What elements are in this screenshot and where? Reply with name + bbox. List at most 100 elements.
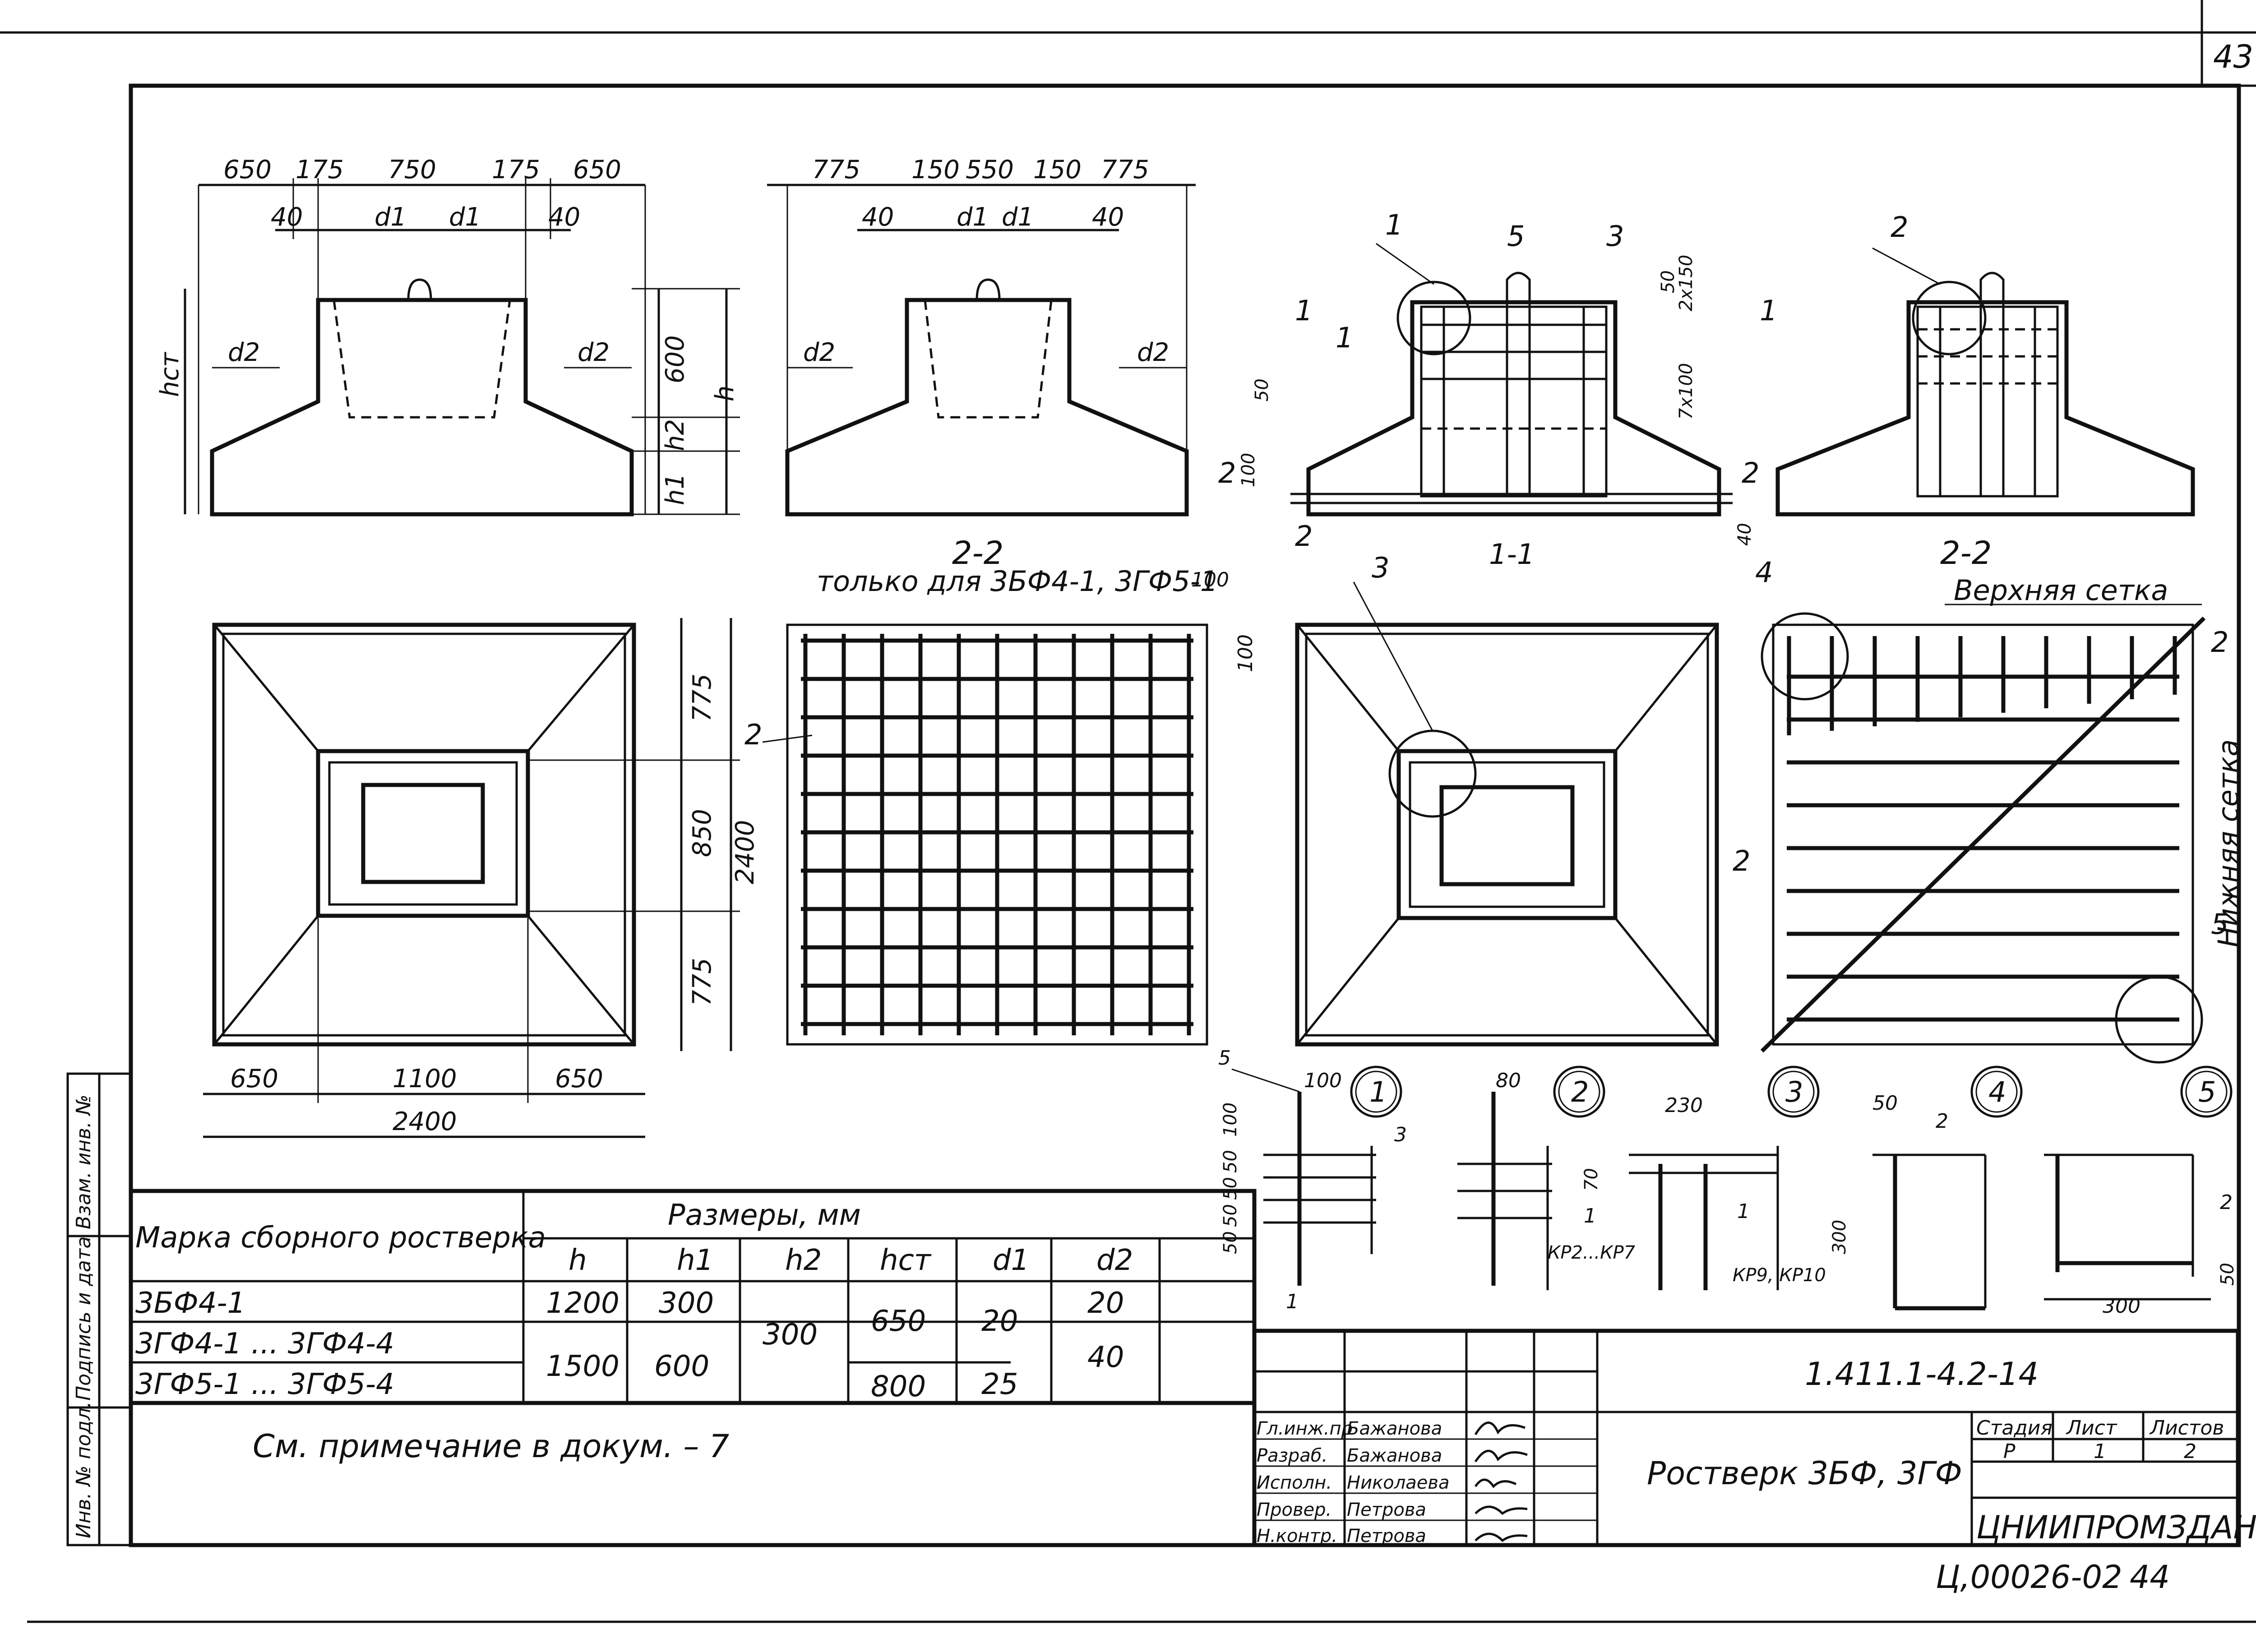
svg-text:100: 100 xyxy=(1304,1069,1342,1092)
svg-text:50: 50 xyxy=(1220,1204,1241,1227)
svg-text:КР2...КР7: КР2...КР7 xyxy=(1548,1242,1636,1263)
svg-text:50: 50 xyxy=(2217,1263,2238,1286)
svg-text:20: 20 xyxy=(981,1305,1018,1338)
svg-text:1: 1 xyxy=(1584,1204,1596,1227)
svg-text:1: 1 xyxy=(1385,208,1403,241)
svg-text:Инв. № подл.: Инв. № подл. xyxy=(72,1401,95,1538)
svg-text:4: 4 xyxy=(1755,556,1773,589)
svg-text:3БФ4-1: 3БФ4-1 xyxy=(135,1287,245,1320)
svg-text:5: 5 xyxy=(1507,220,1525,253)
svg-text:50: 50 xyxy=(1872,1092,1898,1115)
plan-view-3: 3 xyxy=(1295,551,1719,1047)
svg-text:1200: 1200 xyxy=(546,1287,619,1320)
svg-text:d2: d2 xyxy=(1137,338,1169,367)
svg-text:h: h xyxy=(710,386,740,402)
svg-text:Стадия: Стадия xyxy=(1976,1417,2053,1440)
svg-text:Провер.: Провер. xyxy=(1257,1500,1331,1520)
svg-text:40: 40 xyxy=(862,203,894,232)
svg-text:300: 300 xyxy=(1829,1220,1850,1254)
svg-text:650: 650 xyxy=(871,1305,926,1338)
elevation-view-1: 650 175 750 175 650 40 d1 d1 40 hст 600 … xyxy=(155,155,740,517)
svg-text:775: 775 xyxy=(688,674,717,722)
svg-text:300: 300 xyxy=(659,1287,714,1320)
svg-text:550: 550 xyxy=(966,155,1014,185)
svg-text:1: 1 xyxy=(2094,1440,2106,1463)
svg-text:150: 150 xyxy=(1033,155,1082,185)
svg-text:1: 1 xyxy=(1760,294,1777,327)
svg-text:2х150: 2х150 xyxy=(1676,255,1697,311)
svg-text:Марка сборного ростверка: Марка сборного ростверка xyxy=(135,1221,546,1255)
sheet-number: 43 xyxy=(2213,38,2253,75)
svg-text:1-1: 1-1 xyxy=(1489,538,1535,571)
svg-text:d1: d1 xyxy=(957,203,989,232)
svg-text:2: 2 xyxy=(744,718,762,751)
svg-text:d1: d1 xyxy=(374,203,407,232)
footer-code: Ц,00026-02 xyxy=(1936,1559,2122,1596)
svg-text:775: 775 xyxy=(688,958,717,1006)
svg-text:100: 100 xyxy=(1220,1103,1241,1137)
svg-text:Листов: Листов xyxy=(2149,1417,2224,1440)
svg-text:20: 20 xyxy=(1087,1287,1124,1320)
svg-text:Исполн.: Исполн. xyxy=(1257,1472,1332,1493)
svg-text:175: 175 xyxy=(296,155,344,185)
svg-text:hст: hст xyxy=(155,352,185,397)
svg-text:650: 650 xyxy=(573,155,621,185)
svg-text:25: 25 xyxy=(981,1368,1018,1401)
svg-text:650: 650 xyxy=(555,1064,603,1094)
svg-text:Бажанова: Бажанова xyxy=(1347,1418,1442,1439)
svg-text:300: 300 xyxy=(2103,1295,2140,1318)
svg-text:175: 175 xyxy=(492,155,540,185)
svg-text:2: 2 xyxy=(1742,457,1759,489)
left-stamp: Инв. № подл. Подпись и дата Взам. инв. № xyxy=(66,1072,132,1546)
svg-text:hст: hст xyxy=(880,1244,932,1277)
svg-text:2: 2 xyxy=(1571,1075,1589,1108)
svg-text:2-2: 2-2 xyxy=(952,535,1003,572)
svg-text:1: 1 xyxy=(1369,1075,1387,1108)
svg-text:Лист: Лист xyxy=(2066,1417,2117,1440)
svg-text:50: 50 xyxy=(1220,1150,1241,1173)
svg-text:3: 3 xyxy=(1785,1075,1803,1108)
svg-text:2: 2 xyxy=(2211,626,2228,659)
sizes-table: Марка сборного ростверка Размеры, мм h h… xyxy=(129,1189,1257,1465)
svg-text:70: 70 xyxy=(1581,1168,1602,1191)
svg-text:d1: d1 xyxy=(449,203,481,232)
section-2-2-top: 2 xyxy=(1775,211,2195,517)
svg-text:d2: d2 xyxy=(803,338,835,367)
svg-text:750: 750 xyxy=(388,155,436,185)
svg-text:d2: d2 xyxy=(228,338,260,367)
svg-text:40: 40 xyxy=(1734,523,1755,546)
svg-text:3ГФ4-1 ... 3ГФ4-4: 3ГФ4-1 ... 3ГФ4-4 xyxy=(135,1327,394,1361)
svg-text:h1: h1 xyxy=(661,473,690,505)
svg-text:7х100: 7х100 xyxy=(1676,363,1697,420)
svg-text:4: 4 xyxy=(1988,1075,2006,1108)
svg-text:Петрова: Петрова xyxy=(1347,1526,1426,1546)
svg-text:Н.контр.: Н.контр. xyxy=(1257,1526,1337,1546)
svg-text:1: 1 xyxy=(1737,1200,1750,1223)
svg-text:h2: h2 xyxy=(661,419,690,451)
title-block: 1.411.1-4.2-14 Ростверк 3БФ, 3ГФ ЦНИИПРО… xyxy=(1252,1329,2256,1547)
svg-text:Нижняя сетка: Нижняя сетка xyxy=(2212,739,2245,947)
svg-text:Петрова: Петрова xyxy=(1347,1500,1426,1520)
svg-text:800: 800 xyxy=(871,1370,926,1403)
svg-text:1.411.1-4.2-14: 1.411.1-4.2-14 xyxy=(1805,1356,2039,1393)
svg-text:2: 2 xyxy=(1891,211,1908,244)
svg-text:Размеры, мм: Размеры, мм xyxy=(668,1199,861,1232)
svg-text:50: 50 xyxy=(1220,1231,1241,1254)
svg-text:650: 650 xyxy=(230,1064,278,1094)
svg-text:Гл.инж.пр: Гл.инж.пр xyxy=(1257,1418,1353,1439)
svg-text:2: 2 xyxy=(2184,1440,2196,1463)
svg-text:100: 100 xyxy=(1238,453,1259,487)
svg-text:Бажанова: Бажанова xyxy=(1347,1445,1442,1466)
svg-text:d1: d1 xyxy=(1002,203,1034,232)
svg-text:2: 2 xyxy=(1218,457,1236,489)
svg-text:300: 300 xyxy=(763,1318,818,1352)
svg-text:d2: d2 xyxy=(1096,1244,1133,1277)
svg-text:2400: 2400 xyxy=(393,1107,457,1136)
svg-text:5: 5 xyxy=(2211,908,2228,941)
svg-text:40: 40 xyxy=(1087,1341,1124,1374)
svg-text:775: 775 xyxy=(812,155,860,185)
plan-view-1: 775 850 775 2400 650 1100 650 2400 xyxy=(203,618,760,1138)
node-details: 1 2 3 4 5 5 3 1 100 100 50 50 50 50 80 xyxy=(1218,1047,2238,1318)
svg-text:1: 1 xyxy=(1286,1290,1299,1313)
